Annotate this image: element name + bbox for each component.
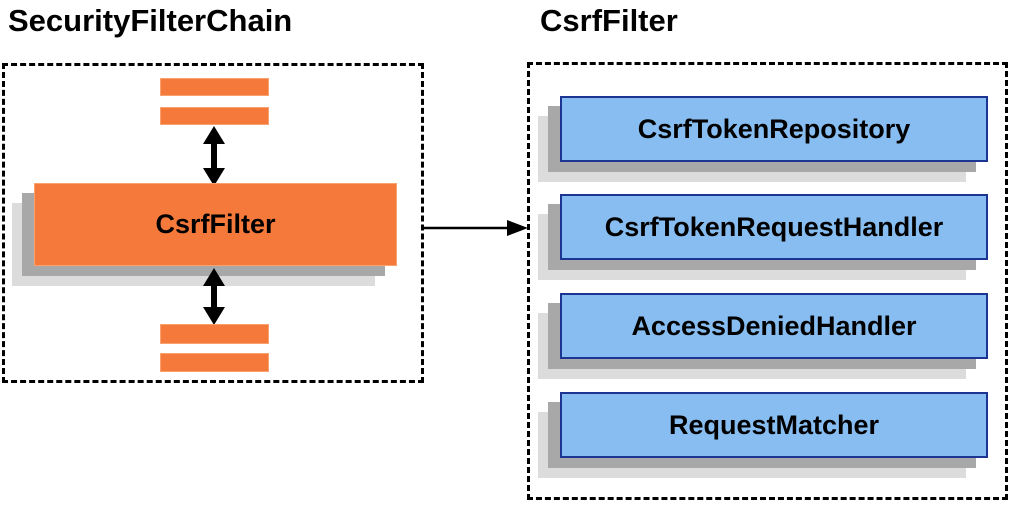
- csrf-filter-box-label: CsrfFilter: [155, 209, 276, 239]
- flow-arrow-icon: [424, 220, 528, 236]
- component-box-label: CsrfTokenRepository: [637, 113, 911, 144]
- component-box-csrf-token-request-handler: CsrfTokenRequestHandler: [560, 194, 988, 260]
- component-box-request-matcher: RequestMatcher: [560, 392, 988, 458]
- vertical-double-arrow-icon: [203, 126, 225, 186]
- filter-bar: [160, 78, 269, 96]
- component-box-access-denied-handler: AccessDeniedHandler: [560, 293, 988, 359]
- filter-bar: [160, 107, 269, 125]
- security-filter-chain-frame: [2, 63, 424, 383]
- filter-bar: [160, 353, 269, 372]
- vertical-double-arrow-icon: [203, 268, 225, 325]
- csrf-filter-box: CsrfFilter: [34, 183, 397, 266]
- csrf-filter-detail-frame: [527, 62, 1008, 500]
- component-box-label: AccessDeniedHandler: [631, 310, 917, 341]
- component-box-csrf-token-repository: CsrfTokenRepository: [560, 96, 988, 162]
- right-panel-title: CsrfFilter: [540, 3, 678, 38]
- left-panel-title: SecurityFilterChain: [8, 3, 293, 38]
- component-box-label: CsrfTokenRequestHandler: [604, 211, 944, 242]
- component-box-label: RequestMatcher: [668, 409, 880, 440]
- filter-bar: [160, 324, 269, 344]
